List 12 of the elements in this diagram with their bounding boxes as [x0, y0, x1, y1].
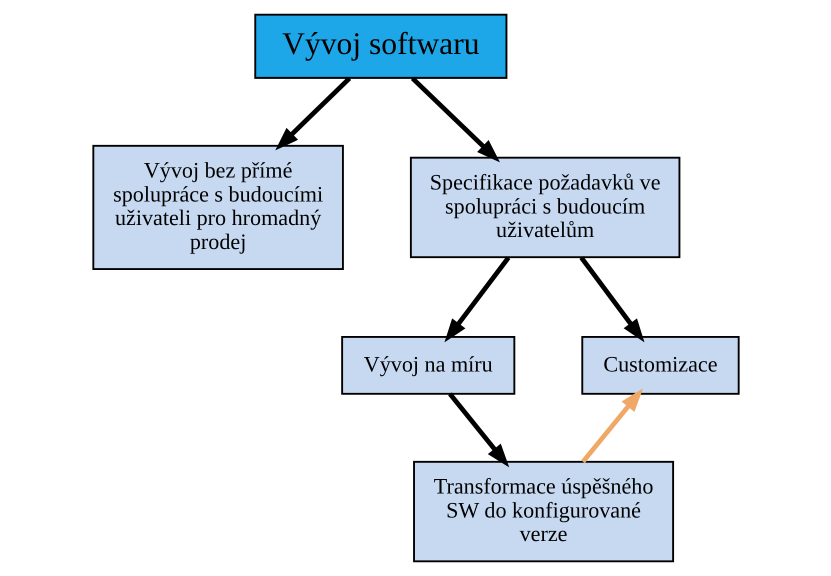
arrow: [448, 392, 509, 468]
arrow: [578, 256, 644, 342]
node-box: Vývoj na míru: [340, 336, 515, 395]
node-box: Specifikace požadavků ve spolupráci s budoucím uživatelům: [409, 156, 680, 258]
node-box: Transformace úspěšného SW do konfigurované verze: [412, 460, 674, 562]
arrow: [580, 388, 643, 464]
node-box: Customizace: [580, 336, 740, 395]
arrow: [410, 76, 500, 162]
arrow: [274, 76, 351, 150]
node-box: Vývoj bez přímé spolupráce s budoucími uživateli pro hromadný prodej: [92, 144, 344, 270]
arrow: [444, 256, 510, 342]
node-box: Vývoj softwaru: [254, 14, 507, 79]
